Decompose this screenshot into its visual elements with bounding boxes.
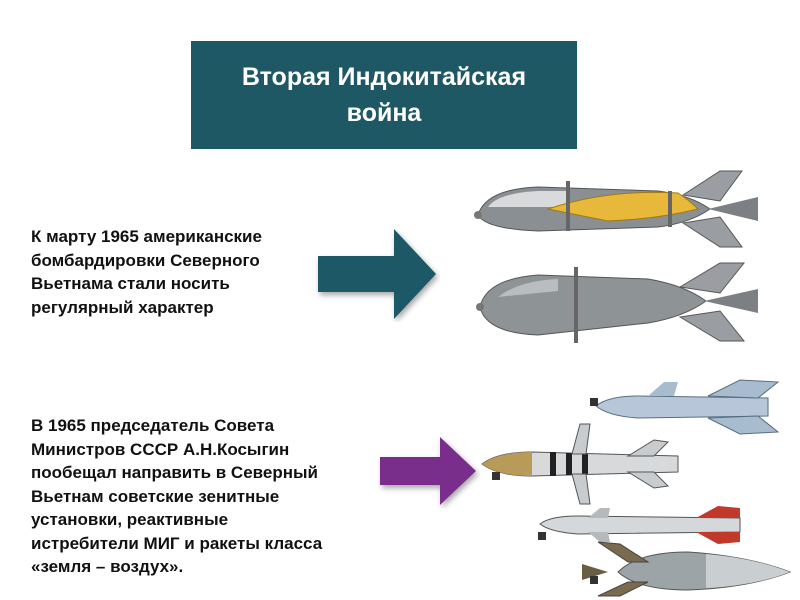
paragraph-kosygin: В 1965 председатель Совета Министров ССС… <box>31 414 322 579</box>
text-line: Вьетнама стали носить <box>31 274 230 293</box>
text-line: регулярный характер <box>31 297 214 317</box>
missiles-illustration <box>478 376 796 598</box>
missile-icon <box>481 423 679 505</box>
text-line: бомбардировки Северного <box>31 250 260 270</box>
arrow-right-icon <box>318 229 436 319</box>
missile-icon <box>590 379 780 435</box>
slide-title-line: война <box>346 99 422 127</box>
text-line: К марту 1965 американские <box>31 227 262 246</box>
text-line: Министров СССР А.Н.Косыгин <box>31 439 290 459</box>
paragraph-bombing: К марту 1965 американские бомбардировки … <box>31 225 262 319</box>
text-line: установки, реактивные <box>31 510 229 529</box>
text-line: Вьетнам советские зенитные <box>31 486 280 506</box>
arrow-right-icon <box>380 437 476 505</box>
aerial-bomb-cutaway-icon <box>474 170 758 248</box>
slide-title-box: Вторая Индокитайская война <box>191 41 577 149</box>
text-line: пообещал направить в Северный <box>31 463 318 482</box>
text-line: «земля – воздух». <box>31 557 184 576</box>
text-line: В 1965 председатель Совета <box>31 416 275 435</box>
aerial-bomb-icon <box>476 262 758 343</box>
missile-icon <box>538 506 741 544</box>
slide-title: Вторая Индокитайская война <box>204 59 564 131</box>
slide-title-line: Вторая Индокитайская <box>241 63 527 91</box>
text-line: истребители МИГ и ракеты класса <box>31 533 323 553</box>
bombs-illustration <box>474 170 758 343</box>
missile-icon <box>582 541 792 597</box>
